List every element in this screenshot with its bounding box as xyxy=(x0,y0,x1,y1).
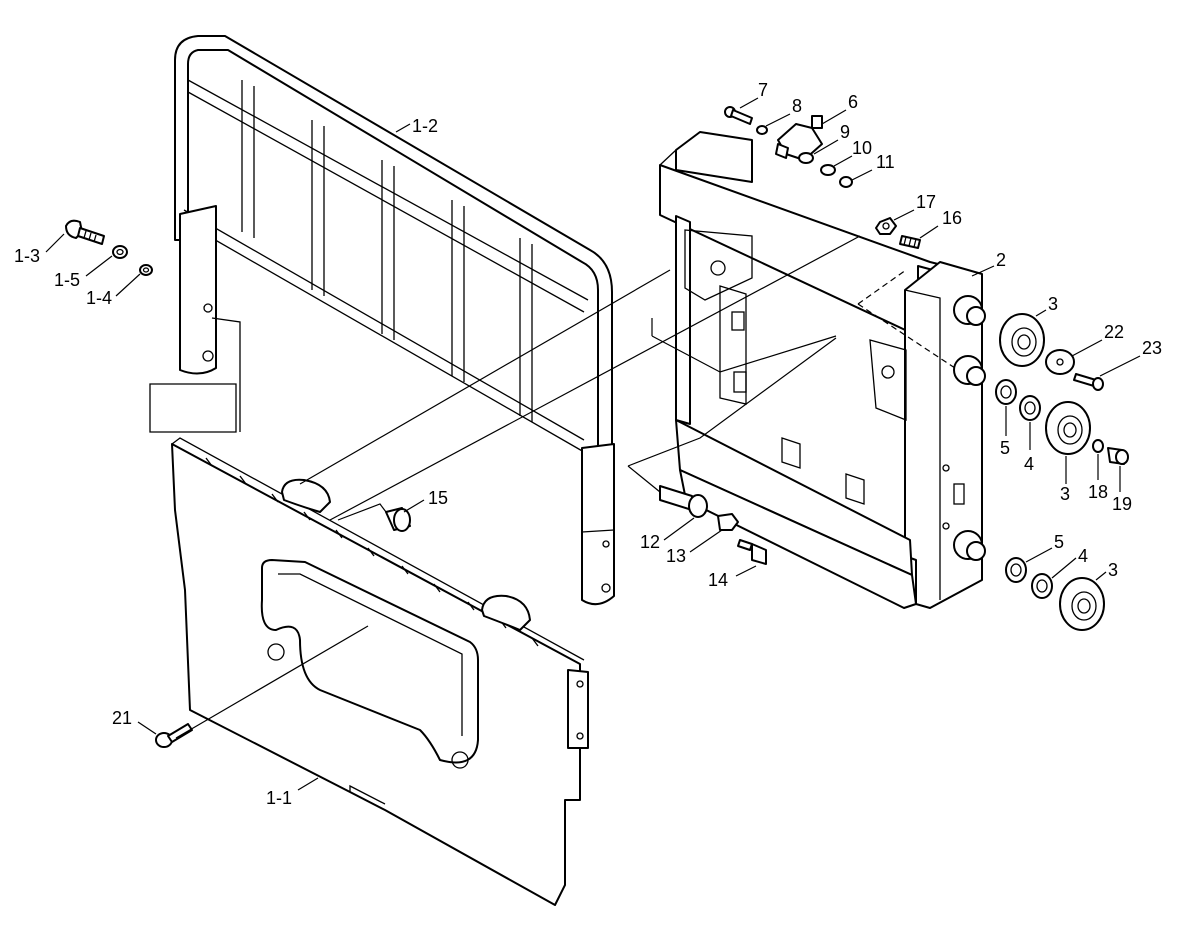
callout-12: 12 xyxy=(640,532,660,552)
callout-13: 13 xyxy=(666,546,686,566)
side-shift-frame xyxy=(659,131,986,609)
callout-1-5: 1-5 xyxy=(54,270,80,290)
bearing-3-lower xyxy=(1059,577,1105,631)
washer-10 xyxy=(820,164,836,176)
washer-8 xyxy=(756,125,768,135)
callout-11: 11 xyxy=(876,152,895,172)
callout-5-lower: 5 xyxy=(1054,532,1064,552)
washer-5-upper xyxy=(995,379,1017,405)
load-backrest xyxy=(149,35,615,606)
spacer-4-lower xyxy=(1031,573,1053,599)
callout-3-middle: 3 xyxy=(1060,484,1070,504)
callout-1-2: 1-2 xyxy=(412,116,438,136)
nut-17 xyxy=(875,217,897,235)
callout-1-3: 1-3 xyxy=(14,246,40,266)
callout-4-lower: 4 xyxy=(1078,546,1088,566)
callout-10: 10 xyxy=(852,138,872,158)
fitting-14 xyxy=(737,539,767,565)
nut-13 xyxy=(717,513,739,531)
bearing-3-middle xyxy=(1045,401,1091,455)
callout-4-upper: 4 xyxy=(1024,454,1034,474)
callout-5-upper: 5 xyxy=(1000,438,1010,458)
assembly-lines xyxy=(175,235,959,739)
callout-19: 19 xyxy=(1112,494,1132,514)
callout-18: 18 xyxy=(1088,482,1108,502)
callout-17: 17 xyxy=(916,192,936,212)
bearing-3-upper xyxy=(999,313,1045,367)
callout-7: 7 xyxy=(758,80,768,100)
roller-pin-upper xyxy=(953,295,986,326)
callout-23: 23 xyxy=(1142,338,1162,358)
callout-1-1: 1-1 xyxy=(266,788,292,808)
callout-2: 2 xyxy=(996,250,1006,270)
callout-9: 9 xyxy=(840,122,850,142)
callout-16: 16 xyxy=(942,208,962,228)
callout-leaders xyxy=(45,97,1141,791)
bolt-21 xyxy=(155,723,193,748)
bolt-1-3 xyxy=(65,219,105,245)
washer-5-lower xyxy=(1005,557,1027,583)
callout-3-lower: 3 xyxy=(1108,560,1118,580)
callout-8: 8 xyxy=(792,96,802,116)
roller-pin-middle xyxy=(953,355,986,386)
stud-16 xyxy=(899,235,921,249)
washer-18 xyxy=(1092,439,1104,453)
callout-3-upper: 3 xyxy=(1048,294,1058,314)
bolt-23 xyxy=(1073,373,1104,391)
callout-21: 21 xyxy=(112,708,132,728)
callout-6: 6 xyxy=(848,92,858,112)
callout-14: 14 xyxy=(708,570,728,590)
fitting-6 xyxy=(775,115,823,161)
callout-labels: 1-2 1-3 1-5 1-4 1-1 21 15 7 8 6 9 10 11 … xyxy=(14,80,1162,808)
bushing-15 xyxy=(385,507,411,532)
pin-12 xyxy=(659,485,708,518)
callout-15: 15 xyxy=(428,488,448,508)
fork-carriage-plate xyxy=(171,437,589,906)
callout-1-4: 1-4 xyxy=(86,288,112,308)
bolt-7 xyxy=(724,106,753,125)
roller-pin-lower xyxy=(953,530,986,561)
washer-1-5 xyxy=(112,245,128,259)
spacer-4-upper xyxy=(1019,395,1041,421)
washer-11 xyxy=(839,176,853,188)
callout-22: 22 xyxy=(1104,322,1124,342)
washer-22 xyxy=(1045,349,1075,375)
cap-19 xyxy=(1107,447,1129,465)
washer-9 xyxy=(798,152,814,164)
washer-1-4 xyxy=(139,264,153,276)
